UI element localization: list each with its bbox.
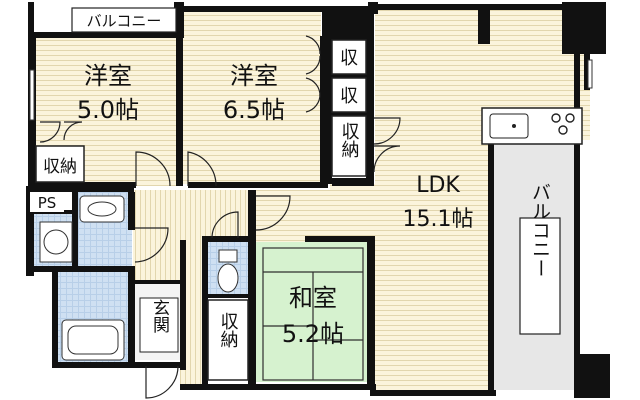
tatami-grid (262, 247, 364, 381)
storage-3-label: 収納 (339, 122, 360, 158)
washitsu-floor (255, 242, 367, 382)
stove-icon (551, 113, 575, 135)
ldk-size: 15.1帖 (403, 207, 474, 232)
ldk-title: LDK (416, 173, 460, 198)
kitchen-counter (481, 107, 583, 145)
western-room-1-size: 5.0帖 (77, 96, 139, 124)
genkan-label: 玄関 (149, 299, 169, 333)
balcony-top-label: バルコニー (87, 12, 162, 30)
walls (26, 2, 610, 398)
doors (39, 35, 401, 399)
washing-machine-icon (39, 221, 73, 263)
washbasin-icon (79, 195, 125, 223)
storage-1-label: 収 (340, 48, 358, 69)
storage-boxes (35, 39, 367, 381)
ldk-lower-floor (255, 190, 492, 242)
ps-label: PS (38, 194, 57, 212)
western-room-2-floor (183, 12, 321, 184)
western-room-2-title: 洋室 (230, 62, 278, 90)
balcony-right-label: バルコニー (529, 183, 551, 278)
western-room-1-title: 洋室 (84, 62, 132, 90)
washitsu-title: 和室 (289, 284, 337, 312)
washitsu-size: 5.2帖 (282, 320, 344, 348)
bathtub-icon (61, 319, 125, 361)
storage-2-label: 収 (340, 86, 358, 107)
western-room-2-size: 6.5帖 (223, 96, 285, 124)
storage-5-label: 収納 (218, 312, 239, 348)
toilet-icon (217, 249, 239, 293)
storage-4-label: 収納 (43, 157, 77, 177)
windows (29, 59, 593, 121)
labels: バルコニー 洋室 5.0帖 洋室 6.5帖 収 収 収納 収納 LDK 15.1… (30, 7, 561, 353)
